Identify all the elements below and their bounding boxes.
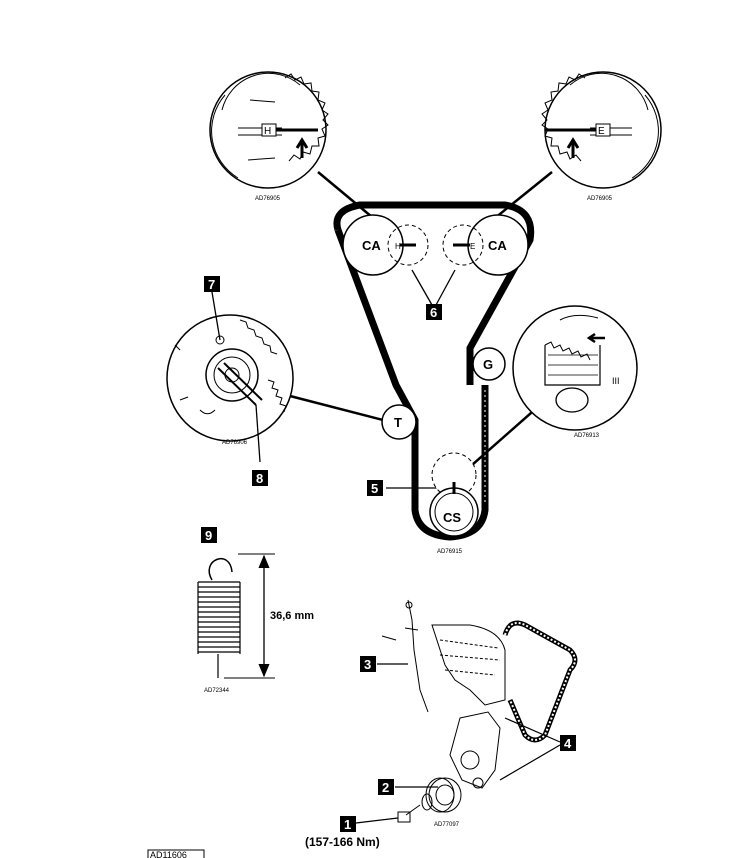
code-assembly: AD77097 <box>434 822 460 828</box>
code-cam-left: AD76905 <box>255 196 281 202</box>
crankshaft-label: CS <box>443 510 461 525</box>
detail-water-pump: III AD76913 <box>512 305 638 439</box>
exploded-assembly <box>381 599 578 823</box>
camshaft-pulley-right: CA E <box>442 214 529 276</box>
intake-mark-letter-detail: H <box>264 126 271 137</box>
svg-text:9: 9 <box>205 528 212 543</box>
callout-5: 5 <box>367 480 383 496</box>
code-belt-layout: AD76915 <box>437 549 463 555</box>
callout-3: 3 <box>360 656 376 672</box>
idler-pulley: G <box>472 347 506 381</box>
svg-text:2: 2 <box>382 780 389 795</box>
tensioner-spring: 36,6 mm AD72344 <box>197 553 314 694</box>
camshaft-pulley-left: CA H <box>342 214 429 276</box>
crankshaft-pulley: CS AD76915 <box>429 452 479 555</box>
pump-mark: III <box>612 376 620 386</box>
tensioner-pulley: T <box>381 404 417 440</box>
exhaust-mark-letter-detail: E <box>598 126 605 137</box>
exhaust-mark-letter: E <box>470 242 475 251</box>
code-pump: AD76913 <box>574 433 600 439</box>
callout-4: 4 <box>560 735 576 751</box>
code-spring: AD72344 <box>204 688 230 694</box>
code-tensioner: AD76906 <box>222 440 248 446</box>
svg-text:6: 6 <box>430 305 437 320</box>
callout-6: 6 <box>426 304 442 320</box>
callout-9: 9 <box>201 527 217 543</box>
timing-belt <box>333 201 535 541</box>
callout-7: 7 <box>204 276 220 292</box>
svg-text:5: 5 <box>371 481 378 496</box>
svg-text:8: 8 <box>256 471 263 486</box>
callout-1: 1 <box>340 816 356 832</box>
intake-mark-letter: H <box>395 242 401 251</box>
spring-length: 36,6 mm <box>270 610 314 622</box>
code-cam-right: AD76905 <box>587 196 613 202</box>
callout-6-lines <box>386 269 456 489</box>
torque-value: (157-166 Nm) <box>305 835 380 849</box>
assembly-leaders <box>355 663 561 824</box>
callout-8: 8 <box>252 470 268 486</box>
idler-label: G <box>483 357 493 372</box>
callout-2: 2 <box>378 779 394 795</box>
camshaft-left-label: CA <box>362 238 381 253</box>
figure-code-box <box>147 849 205 858</box>
svg-text:1: 1 <box>344 817 351 832</box>
tensioner-label: T <box>394 415 402 430</box>
figure-code: AD11606 <box>150 850 187 858</box>
svg-text:3: 3 <box>364 657 371 672</box>
svg-text:4: 4 <box>564 736 572 751</box>
detail-right-camshaft: E AD76905 <box>541 71 662 202</box>
detail-tensioner: AD76906 <box>166 291 294 463</box>
camshaft-right-label: CA <box>488 238 507 253</box>
svg-text:7: 7 <box>208 277 215 292</box>
detail-left-camshaft: H AD76905 <box>209 71 329 202</box>
